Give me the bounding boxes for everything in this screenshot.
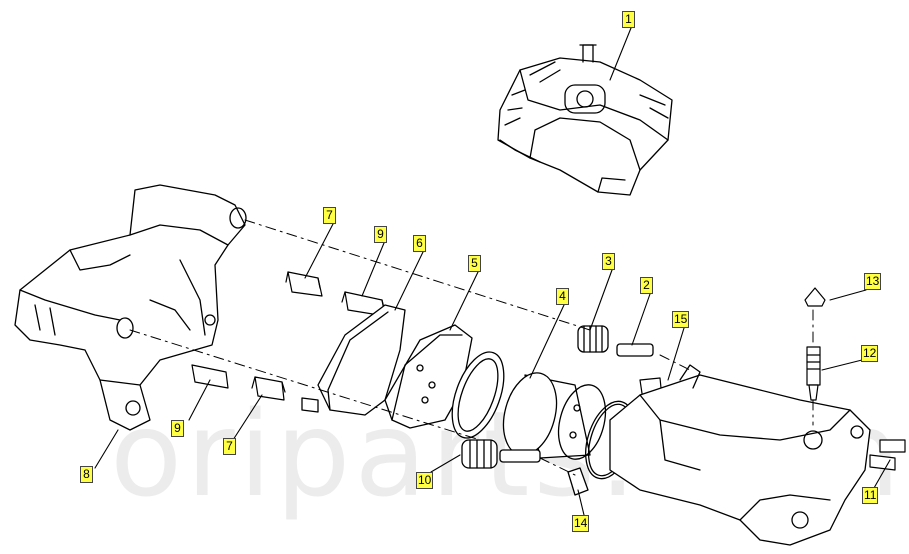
assembly-axes (129, 219, 814, 476)
piston-seal-drawing (451, 351, 505, 439)
callout-12[interactable]: 12 (861, 345, 879, 362)
callout-9-upper[interactable]: 9 (374, 226, 387, 243)
caliper-assembly-drawing (497, 44, 673, 196)
piston-drawing (502, 372, 607, 460)
caliper-housing-drawing (609, 364, 871, 546)
callout-5[interactable]: 5 (468, 255, 481, 272)
guide-pin-lower-drawing (461, 439, 589, 496)
callout-14[interactable]: 14 (572, 515, 590, 532)
callout-11[interactable]: 11 (862, 487, 879, 504)
brake-pad-outer-drawing (301, 304, 406, 416)
callout-9-lower[interactable]: 9 (171, 420, 184, 437)
pad-clip-upper-drawing (285, 271, 386, 317)
callout-10[interactable]: 10 (416, 472, 434, 489)
bleeder-screw-drawing (804, 287, 826, 401)
callout-7-lower[interactable]: 7 (223, 438, 236, 455)
callout-1[interactable]: 1 (622, 11, 635, 28)
carrier-bracket-drawing (14, 184, 247, 431)
callout-15[interactable]: 15 (672, 311, 690, 328)
callout-3[interactable]: 3 (602, 253, 615, 270)
callout-8[interactable]: 8 (80, 466, 93, 483)
callout-13[interactable]: 13 (864, 273, 882, 290)
pad-clip-lower-drawing (191, 364, 286, 401)
brake-pad-inner-drawing (384, 324, 473, 429)
callout-6[interactable]: 6 (413, 235, 426, 252)
guide-pin-upper-drawing (577, 325, 654, 357)
callout-7-upper[interactable]: 7 (323, 207, 336, 224)
leader-lines (94, 27, 891, 516)
callout-2[interactable]: 2 (640, 277, 653, 294)
callout-4[interactable]: 4 (556, 288, 569, 305)
bolt-drawing (869, 439, 906, 471)
